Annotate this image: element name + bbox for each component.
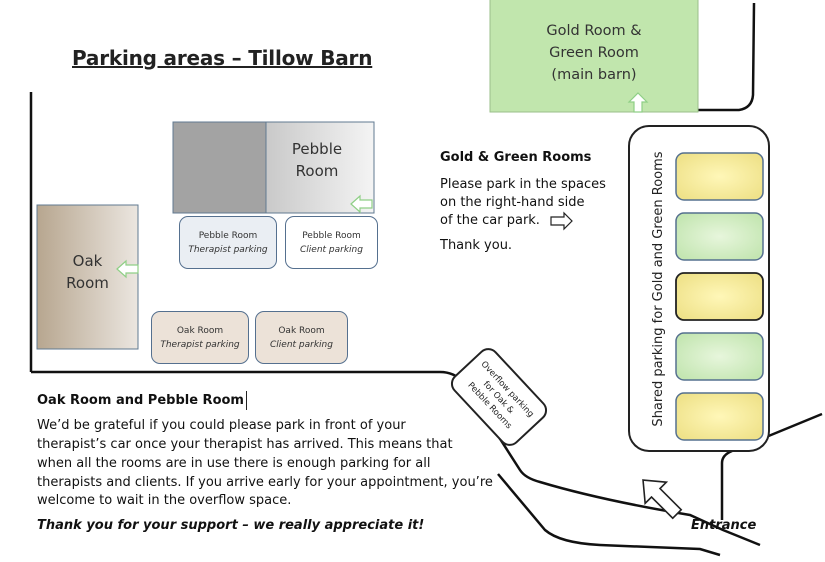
gold-green-room-label: Gold Room & Green Room (main barn) xyxy=(490,19,698,87)
parking-space xyxy=(675,392,764,441)
oak-room-line-1: Oak xyxy=(72,252,103,270)
oak-room-block xyxy=(36,204,139,350)
oak-pebble-thanks: Thank you for your support – we really a… xyxy=(37,518,425,533)
oak-pebble-line-4: therapists and clients. If you arrive ea… xyxy=(37,475,493,490)
oak-pebble-heading: Oak Room and Pebble Room xyxy=(37,391,247,410)
oak-room-label: Oak Room xyxy=(37,248,138,296)
slot-subtitle: Client parking xyxy=(300,244,363,255)
gold-green-line-1: Please park in the spaces xyxy=(440,177,606,192)
oak-pebble-line-5: welcome to wait in the overflow space. xyxy=(37,493,292,508)
gold-green-thanks: Thank you. xyxy=(440,238,513,253)
left-arrow-pebble-icon xyxy=(350,194,373,214)
parking-space xyxy=(675,332,764,381)
pebble-room-block xyxy=(265,121,375,214)
gold-green-line-2: on the right-hand side xyxy=(440,195,585,210)
overflow-parking-box: Overflow parking for Oak & Pebble Rooms xyxy=(450,348,548,446)
gold-green-heading: Gold & Green Rooms xyxy=(440,150,592,165)
gold-green-room-block xyxy=(489,0,699,113)
gold-green-line-3: of the car park. xyxy=(440,213,540,228)
slot-subtitle: Client parking xyxy=(270,339,333,350)
entrance-arrow-icon xyxy=(642,479,683,520)
parking-space xyxy=(675,212,764,261)
oak-pebble-line-3: when all the rooms are in use there is e… xyxy=(37,456,431,471)
left-arrow-oak-icon xyxy=(116,259,139,279)
slot-subtitle: Therapist parking xyxy=(188,244,268,255)
slot-title: Pebble Room xyxy=(198,230,258,241)
slot-title: Oak Room xyxy=(176,325,224,336)
slot-title: Pebble Room xyxy=(302,230,361,241)
oak-therapist-parking: Oak Room Therapist parking xyxy=(151,311,249,364)
oak-pebble-line-1: We’d be grateful if you could please par… xyxy=(37,418,406,433)
parking-space xyxy=(675,272,764,321)
pebble-room-line-1: Pebble xyxy=(291,140,343,158)
slot-subtitle: Therapist parking xyxy=(160,339,240,350)
gold-room-line-2: Green Room xyxy=(549,45,639,61)
right-arrow-icon xyxy=(550,211,573,231)
gold-room-line-3: (main barn) xyxy=(551,67,637,83)
slot-title: Oak Room xyxy=(278,325,325,336)
parking-space xyxy=(675,152,764,201)
pebble-client-parking: Pebble Room Client parking xyxy=(285,216,378,269)
shared-parking-spaces xyxy=(675,152,764,441)
pebble-room-label: Pebble Room xyxy=(266,136,368,184)
shared-parking-label: Shared parking for Gold and Green Rooms xyxy=(651,151,666,426)
page-title: Parking areas – Tillow Barn xyxy=(72,46,373,70)
entrance-label: Entrance xyxy=(691,518,757,533)
gold-room-line-1: Gold Room & xyxy=(546,23,642,39)
oak-client-parking: Oak Room Client parking xyxy=(255,311,348,364)
pebble-room-line-2: Room xyxy=(295,162,339,180)
pebble-therapist-parking: Pebble Room Therapist parking xyxy=(179,216,277,269)
oak-room-line-2: Room xyxy=(66,274,109,292)
road-bottom-curb xyxy=(497,473,721,557)
pebble-room-dark-block xyxy=(172,121,267,214)
oak-pebble-line-2: therapist’s car once your therapist has … xyxy=(37,437,453,452)
up-arrow-icon xyxy=(627,92,649,113)
road-top-right xyxy=(697,2,756,112)
